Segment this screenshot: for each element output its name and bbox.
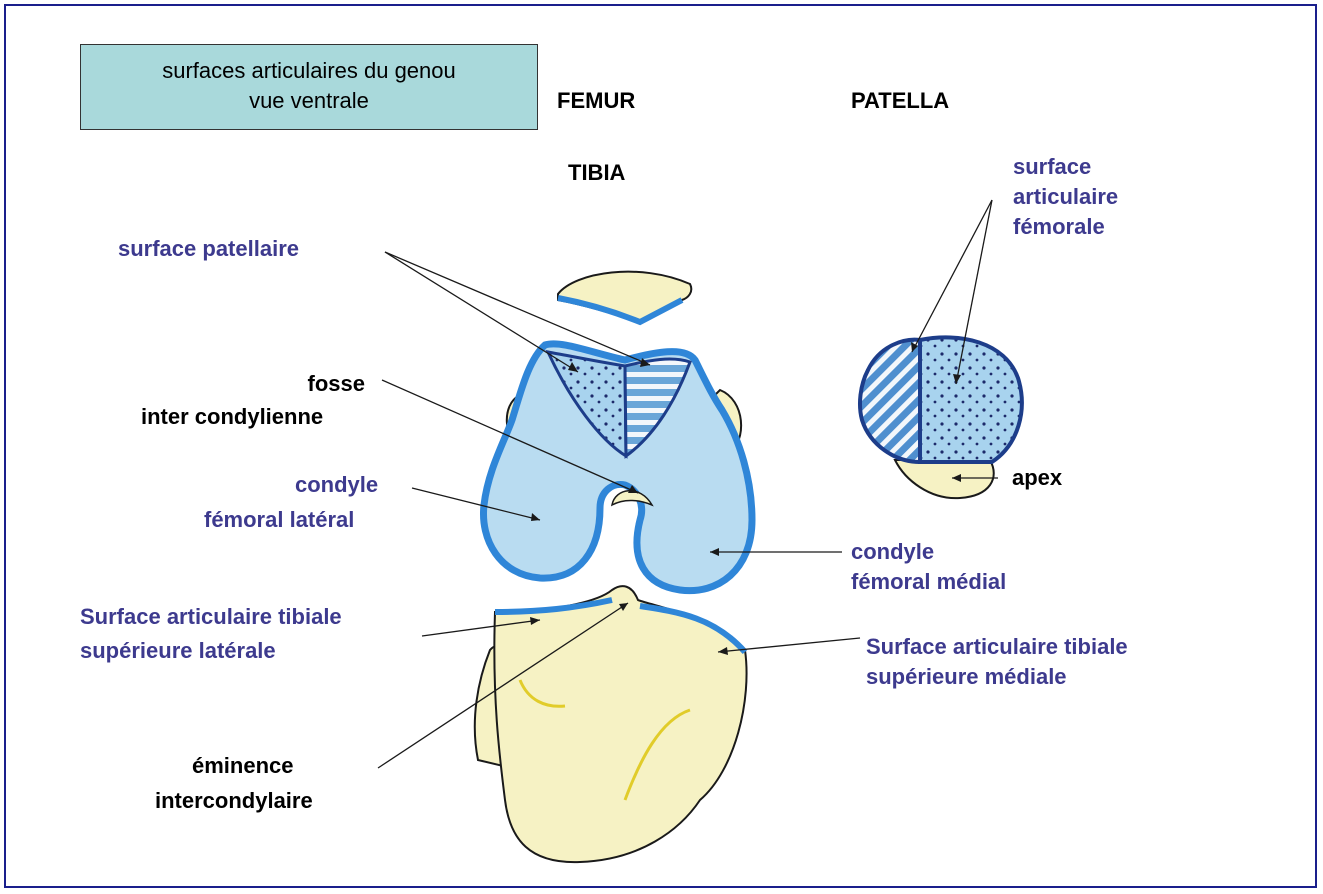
- label-condyle-lateral-line2: fémoral latéral: [204, 505, 354, 535]
- label-apex: apex: [1012, 463, 1062, 493]
- label-line: supérieure médiale: [866, 662, 1128, 692]
- header-tibia: TIBIA: [568, 158, 625, 188]
- label-condyle-medial: condyle fémoral médial: [851, 537, 1006, 597]
- label-tibial-medial: Surface articulaire tibiale supérieure m…: [866, 632, 1128, 692]
- label-tibial-lateral-line2: supérieure latérale: [80, 636, 276, 666]
- patella-shape: [860, 337, 1022, 498]
- label-fosse-line2: inter condylienne: [141, 402, 323, 432]
- label-line: fosse: [308, 369, 365, 399]
- label-line: fémoral médial: [851, 567, 1006, 597]
- label-line: condyle: [851, 537, 1006, 567]
- label-line: articulaire: [1013, 182, 1118, 212]
- label-eminence-line2: intercondylaire: [155, 786, 313, 816]
- label-condyle-lateral-line1: condyle: [295, 470, 378, 500]
- label-surface-patellaire: surface patellaire: [118, 234, 299, 264]
- label-eminence-line1: éminence: [192, 751, 294, 781]
- label-line: fémorale: [1013, 212, 1118, 242]
- tibia-shape: [475, 586, 747, 862]
- label-surface-articulaire-femorale: surface articulaire fémorale: [1013, 152, 1118, 242]
- label-tibial-lateral-line1: Surface articulaire tibiale: [80, 602, 342, 632]
- header-femur: FEMUR: [557, 86, 635, 116]
- label-line: Surface articulaire tibiale: [866, 632, 1128, 662]
- header-patella: PATELLA: [851, 86, 949, 116]
- label-line: surface: [1013, 152, 1118, 182]
- patella-front-shape: [558, 272, 691, 322]
- femur-shape: [483, 344, 752, 591]
